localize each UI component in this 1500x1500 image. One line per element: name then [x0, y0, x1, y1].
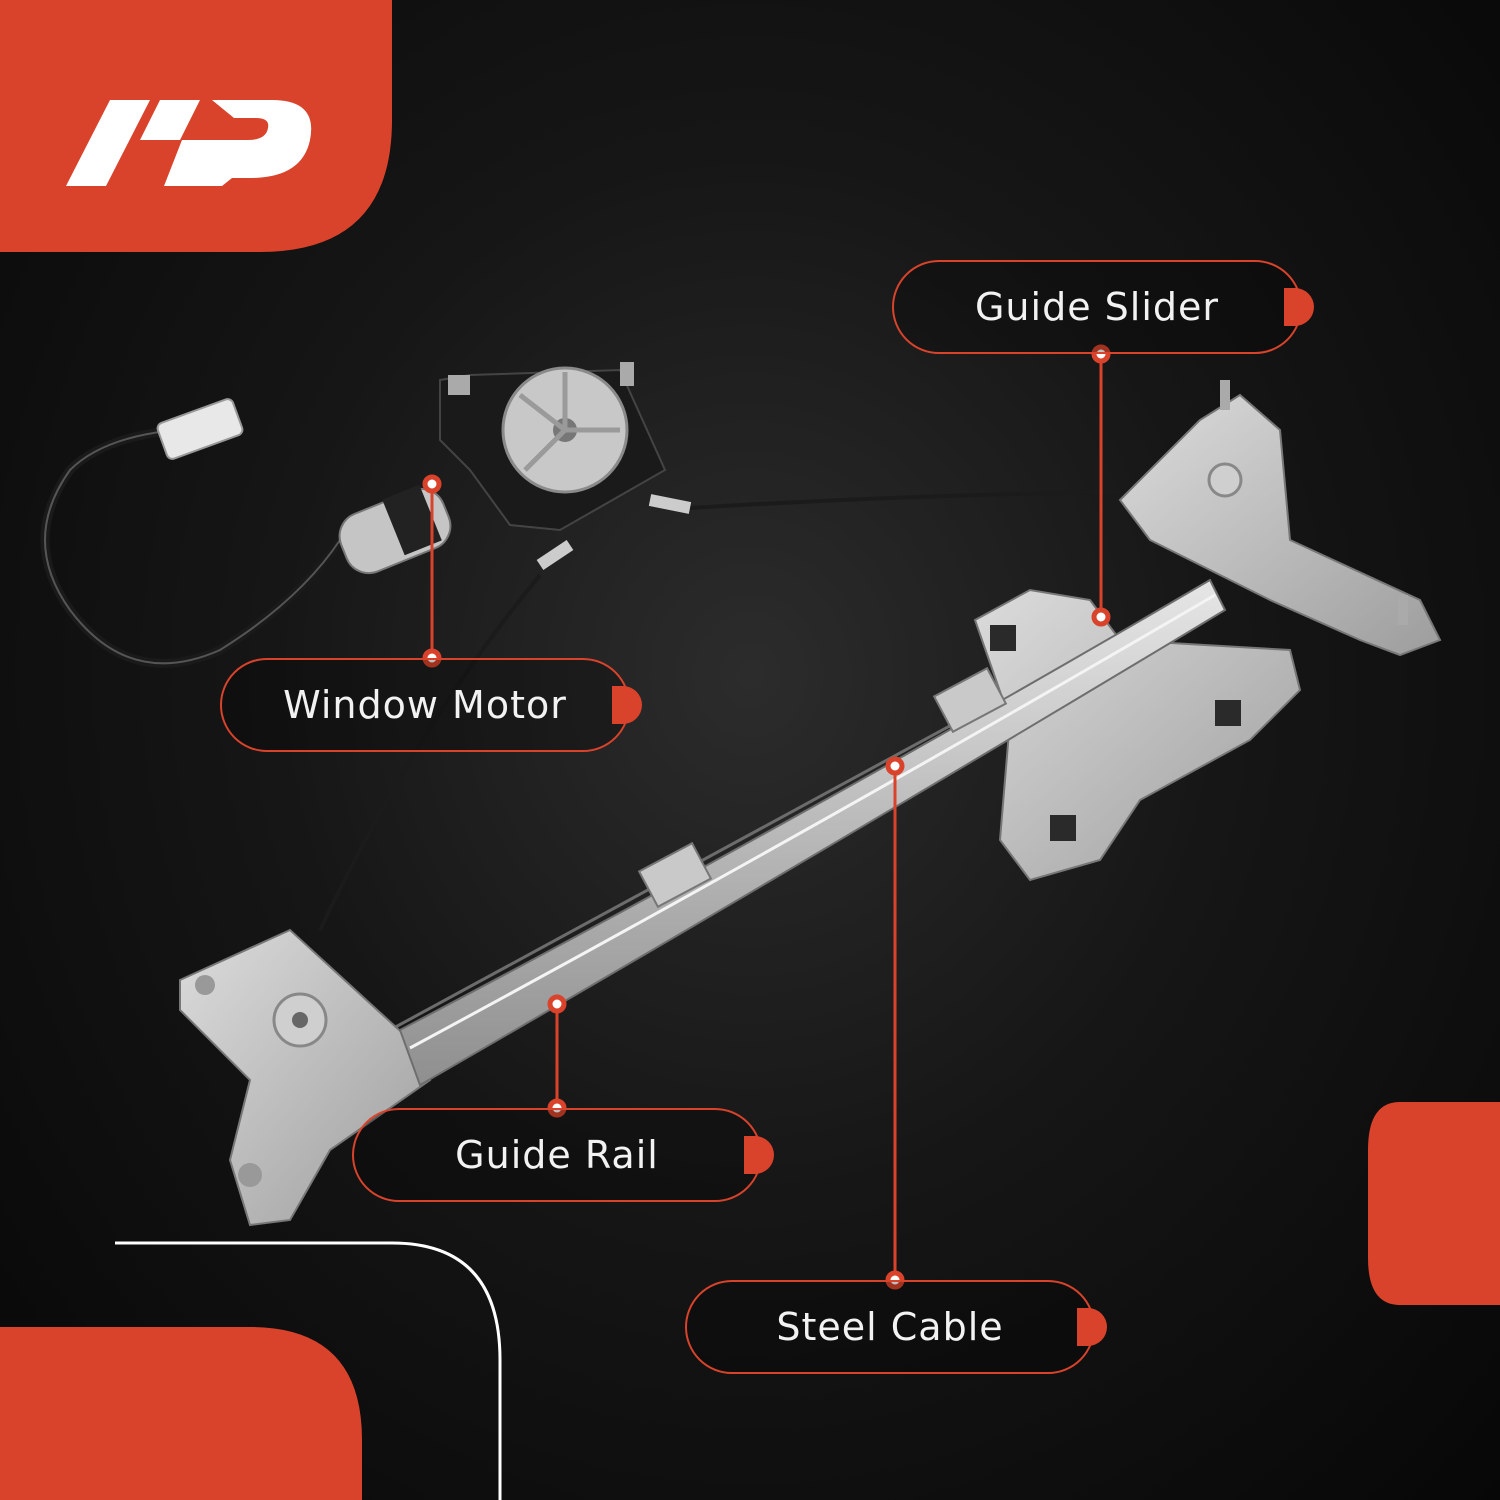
callout-window-motor: Window Motor — [220, 658, 642, 752]
bottom-left-corner-shape — [0, 1327, 362, 1500]
right-edge-shape — [1368, 1102, 1500, 1305]
callout-tab — [1077, 1308, 1107, 1346]
top-left-corner-shape — [0, 0, 392, 252]
callout-label: Guide Rail — [455, 1133, 659, 1177]
steel-cable-dot-top — [885, 756, 905, 776]
guide-rail-dot-top — [547, 994, 567, 1014]
callout-guide-rail: Guide Rail — [352, 1108, 774, 1202]
window-motor — [338, 362, 692, 575]
steel-cable-upper — [689, 490, 1121, 510]
guide-slider-clips — [637, 666, 1008, 909]
callout-guide-slider: Guide Slider — [892, 260, 1314, 354]
callout-tab — [612, 686, 642, 724]
callout-label: Steel Cable — [776, 1305, 1004, 1349]
bottom-left-outline-arc — [115, 1241, 502, 1500]
slider-plate — [973, 588, 1302, 882]
connector — [156, 398, 244, 460]
steel-cable-lower — [318, 573, 542, 931]
callout-steel-cable: Steel Cable — [685, 1280, 1107, 1374]
guide-slider-dot-top — [1091, 344, 1111, 364]
callout-label: Window Motor — [283, 683, 567, 727]
upper-bracket — [1118, 393, 1442, 657]
callout-tab — [744, 1136, 774, 1174]
callout-tab — [1284, 288, 1314, 326]
window-motor-dot-top — [422, 474, 442, 494]
callout-label: Guide Slider — [974, 285, 1220, 329]
lower-bracket — [179, 928, 432, 1227]
guide-slider-dot-bottom — [1091, 607, 1111, 627]
